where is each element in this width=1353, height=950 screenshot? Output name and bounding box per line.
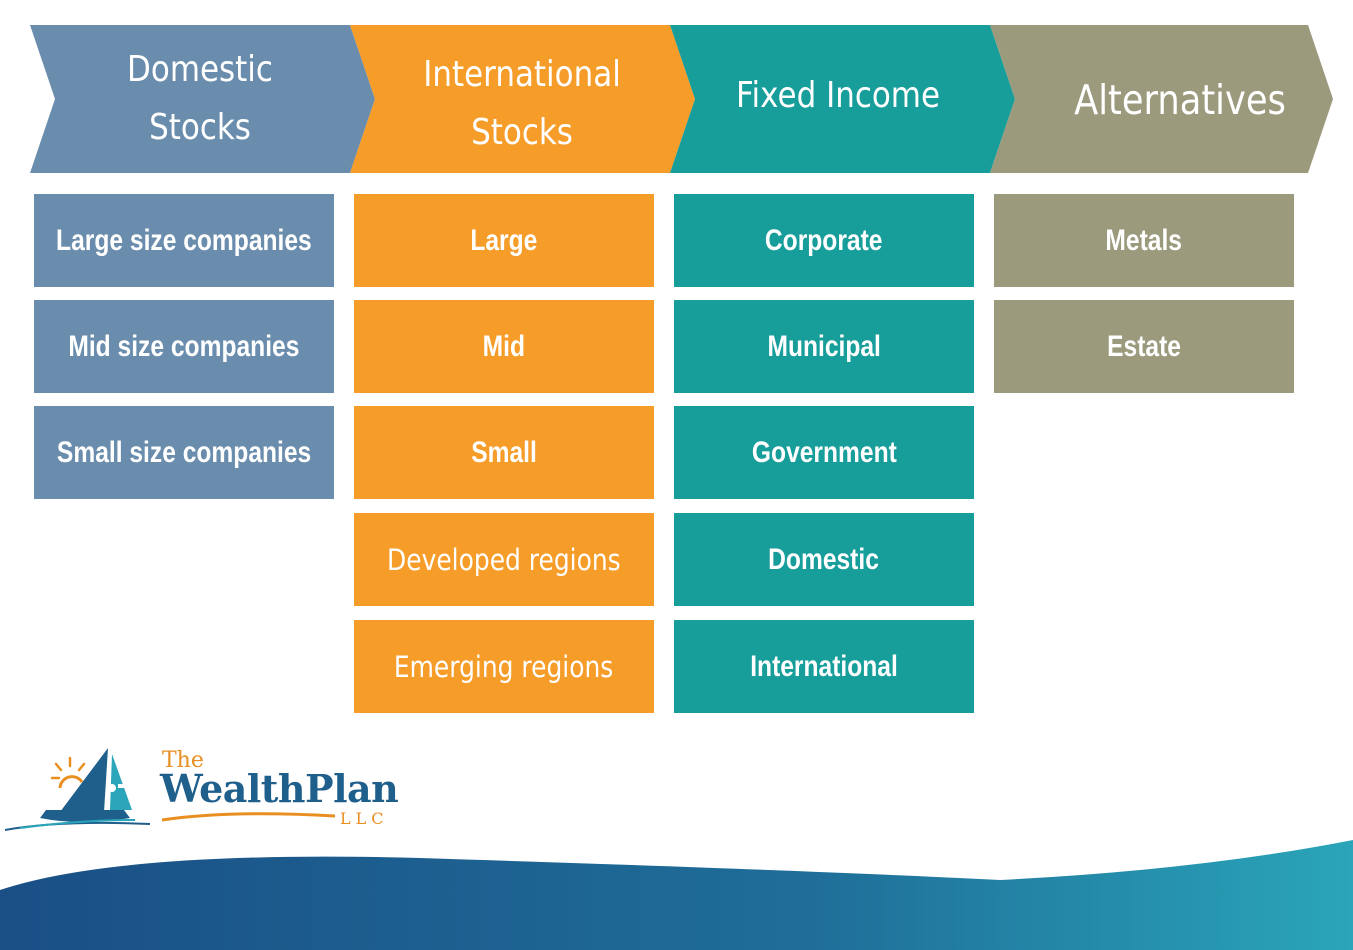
header-alternatives: Alternatives	[1042, 26, 1317, 174]
item-label: Mid	[482, 329, 526, 363]
logo-the: The	[162, 748, 204, 773]
fixed-income-item-municipal: Municipal	[674, 300, 974, 393]
fixed-income-item-international: International	[674, 620, 974, 713]
item-label: Municipal	[767, 329, 881, 363]
chevron-alternatives	[990, 25, 1333, 173]
international-item-emerging: Emerging regions	[354, 620, 654, 713]
domestic-item-large: Large size companies	[34, 194, 334, 287]
chevron-international-stocks	[350, 25, 695, 173]
item-label: Government	[751, 435, 897, 469]
international-item-mid: Mid	[354, 300, 654, 393]
alternatives-item-metals: Metals	[994, 194, 1294, 287]
header-domestic-stocks: Domestic Stocks	[62, 25, 337, 173]
item-label: International	[750, 649, 898, 683]
item-label: Large size companies	[56, 223, 312, 257]
fixed-income-item-government: Government	[674, 406, 974, 499]
fixed-income-item-corporate: Corporate	[674, 194, 974, 287]
international-item-small: Small	[354, 406, 654, 499]
logo-wordmark: WealthPlan	[160, 766, 399, 811]
international-item-large: Large	[354, 194, 654, 287]
item-label: Corporate	[765, 223, 883, 257]
domestic-item-mid: Mid size companies	[34, 300, 334, 393]
chevron-header-row	[30, 25, 1333, 173]
item-label: Mid size companies	[68, 329, 300, 363]
item-label: Small size companies	[56, 435, 312, 469]
item-label: Estate	[1107, 329, 1181, 363]
item-label: Small	[471, 435, 537, 469]
chevron-domestic-stocks	[30, 25, 375, 173]
logo-llc: LLC	[340, 809, 389, 828]
header-label: Alternatives	[1074, 76, 1286, 124]
header-fixed-income: Fixed Income	[700, 22, 975, 170]
item-label: Large	[470, 223, 538, 257]
alternatives-item-estate: Estate	[994, 300, 1294, 393]
domestic-item-small: Small size companies	[34, 406, 334, 499]
item-label: Domestic	[768, 542, 880, 576]
item-label: Metals	[1105, 223, 1183, 257]
header-label: Domestic Stocks	[127, 49, 273, 148]
item-label: Emerging regions	[394, 649, 614, 684]
fixed-income-item-domestic: Domestic	[674, 513, 974, 606]
header-label: International Stocks	[423, 54, 621, 153]
header-international-stocks: International Stocks	[384, 30, 659, 178]
international-item-developed: Developed regions	[354, 513, 654, 606]
sailboat-logo-icon	[4, 748, 336, 831]
chevron-fixed-income	[670, 25, 1015, 173]
item-label: Developed regions	[387, 542, 621, 577]
header-label: Fixed Income	[735, 75, 940, 116]
footer-wave	[0, 840, 1353, 950]
